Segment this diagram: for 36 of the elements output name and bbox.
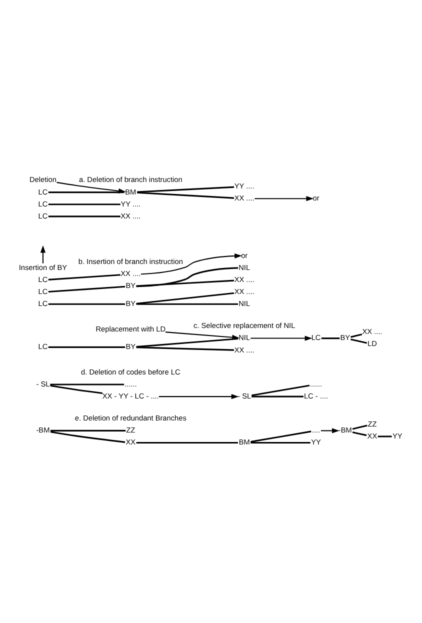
connector: [136, 338, 238, 348]
connector: [250, 430, 312, 443]
connector: [48, 204, 120, 206]
arrow: [140, 253, 242, 275]
connector: [136, 442, 238, 444]
connector: [136, 346, 234, 351]
connector: [48, 346, 126, 348]
connector: [136, 292, 234, 304]
connector: [350, 334, 362, 338]
arrow: [250, 336, 312, 341]
connector: [252, 384, 310, 396]
connector: [48, 303, 126, 305]
connector: [50, 431, 126, 443]
connector: [321, 338, 340, 340]
arrow: [320, 428, 340, 434]
connector: [48, 286, 126, 293]
connector: [136, 280, 234, 287]
arrow: [254, 196, 314, 202]
connector: [350, 338, 368, 344]
connector: [352, 424, 368, 430]
arrow: [40, 245, 46, 264]
connector: [48, 216, 120, 218]
connector: [48, 274, 120, 280]
connector: [48, 192, 124, 194]
connector: [250, 442, 310, 444]
connector: [352, 431, 367, 436]
connector: [136, 267, 238, 288]
connector: [50, 384, 124, 386]
connector: [136, 303, 238, 305]
connector: [50, 384, 103, 394]
connector: [137, 192, 234, 199]
connector: [137, 186, 234, 193]
connector: [252, 396, 304, 398]
arrow: [158, 394, 239, 400]
connector: [378, 436, 392, 438]
connector: [50, 430, 126, 432]
